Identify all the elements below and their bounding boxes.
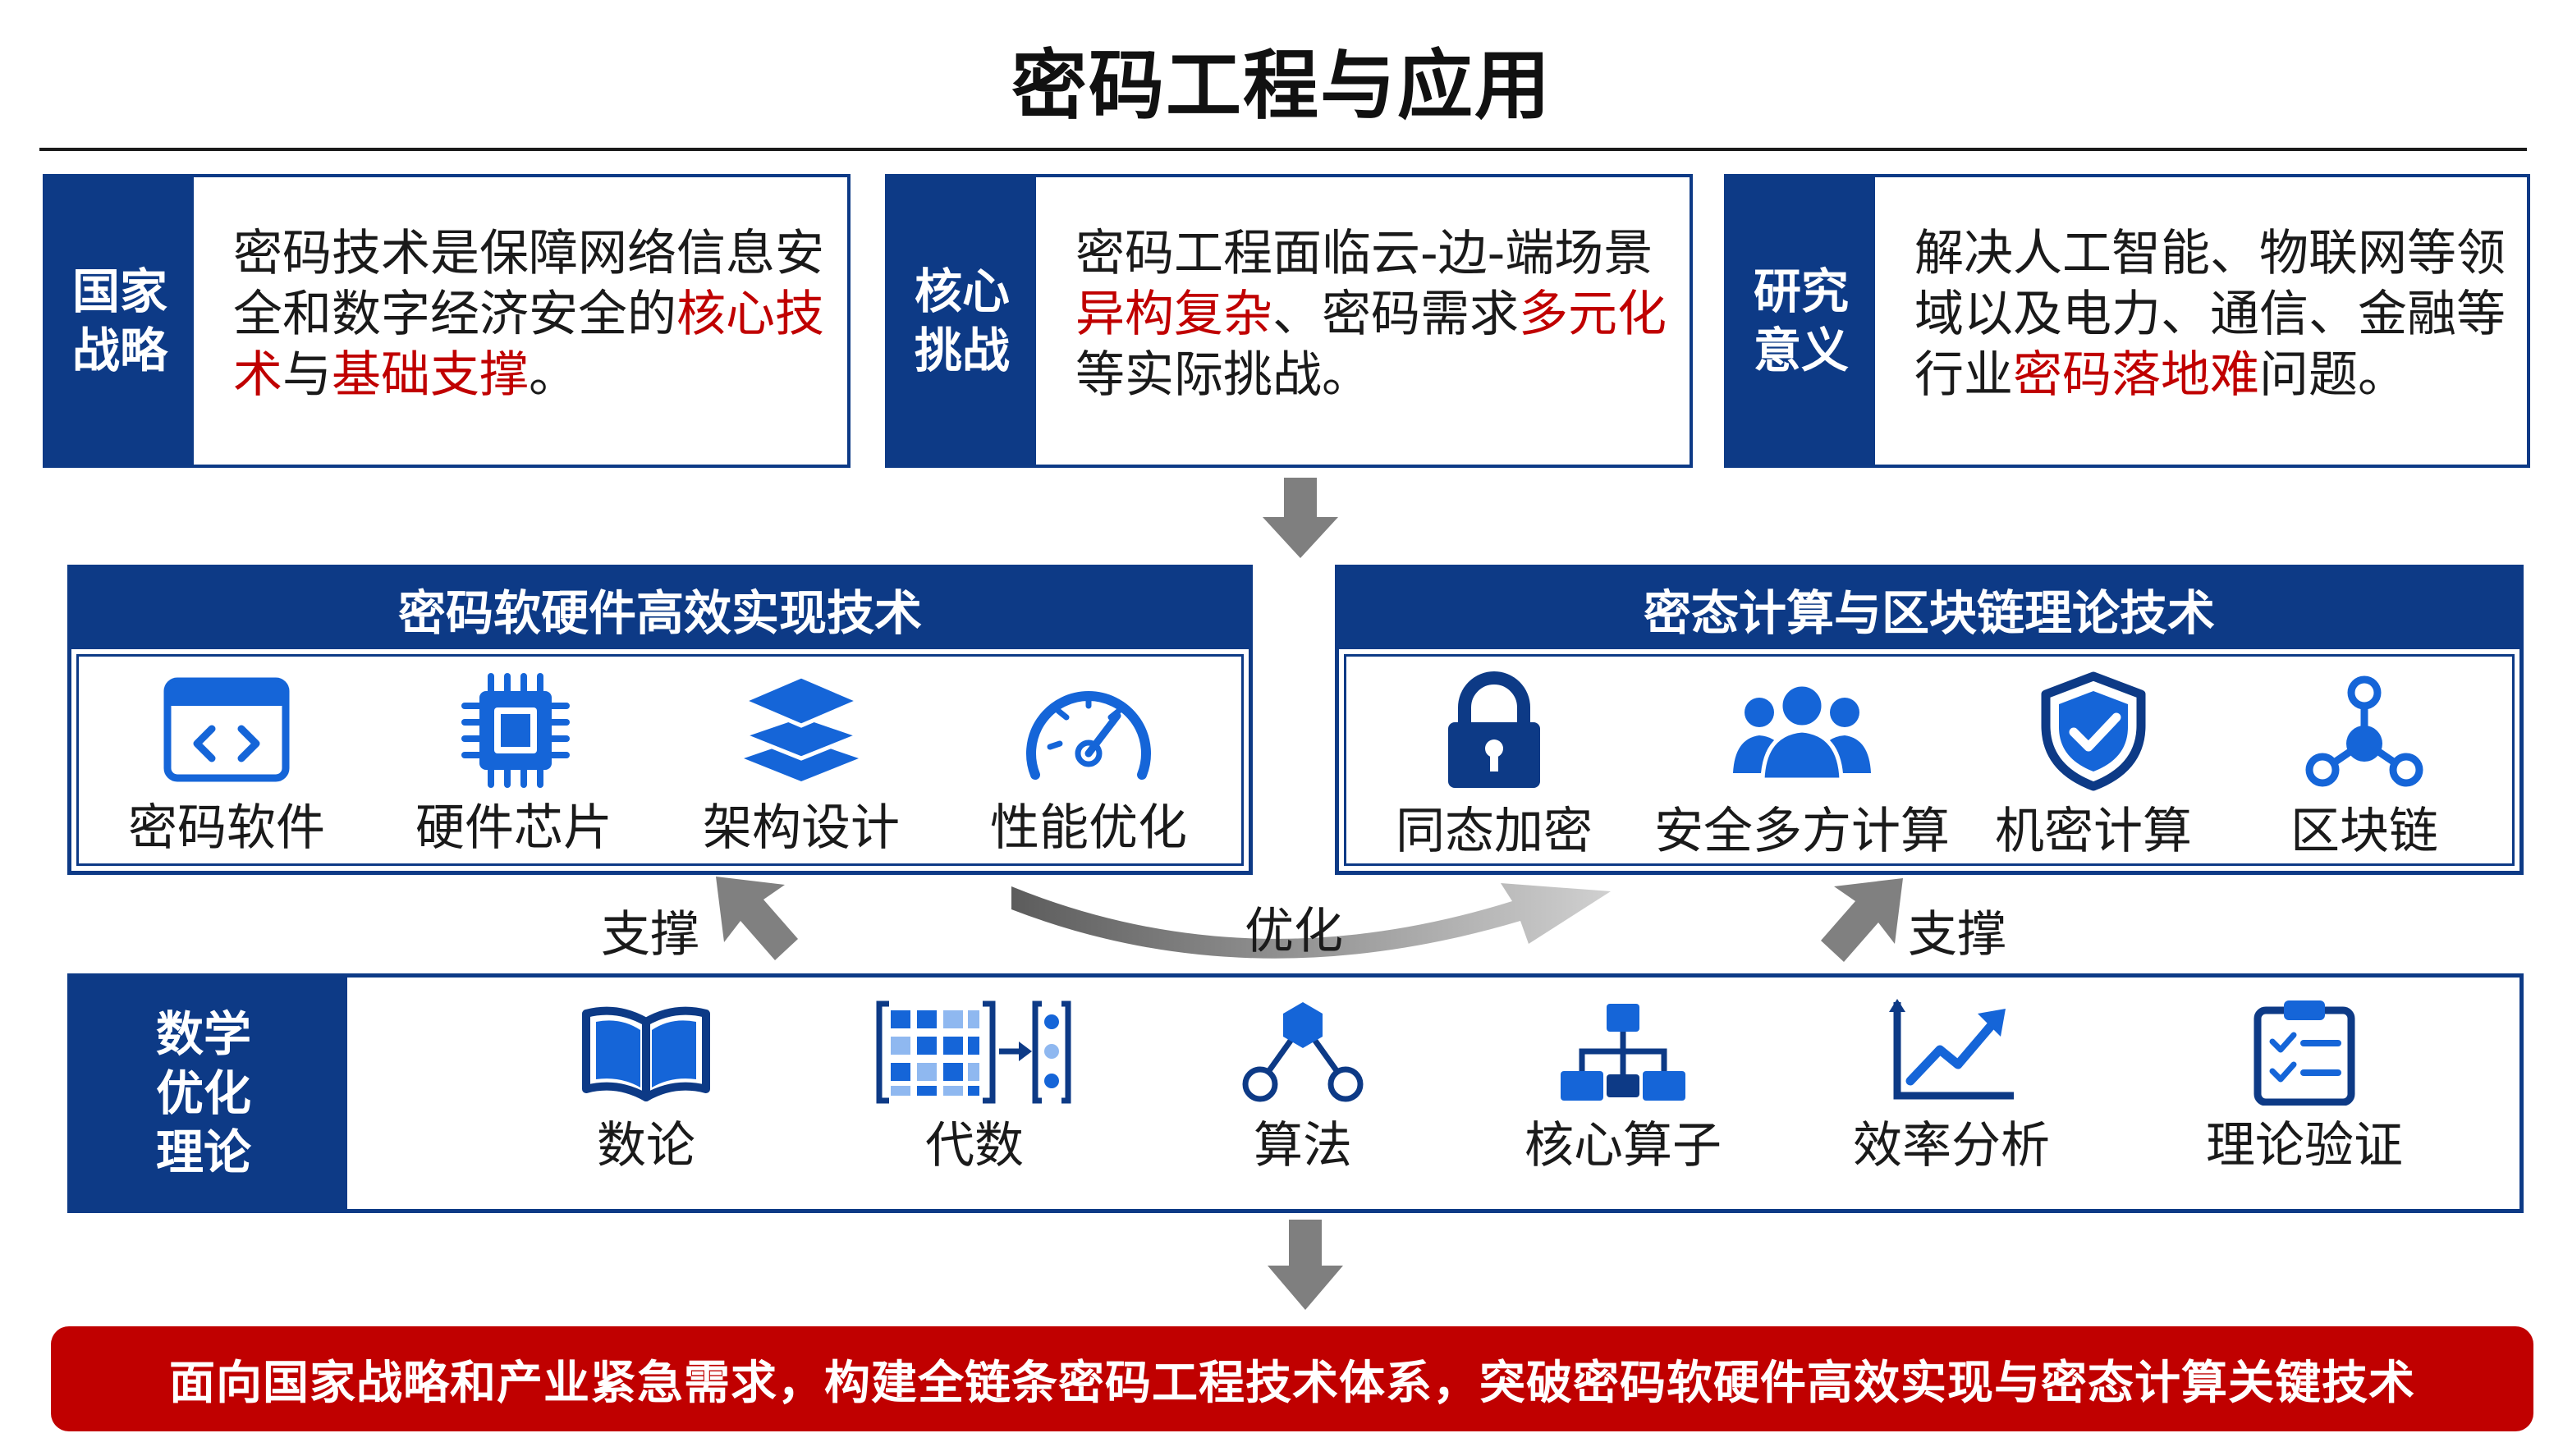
- item-label: 性能优化: [990, 799, 1187, 857]
- panel-body: 密码软件 硬件芯片 架构设计: [76, 654, 1244, 866]
- title-divider: [39, 148, 2527, 151]
- card-text: 密码技术是保障网络信息安全和数字经济安全的: [233, 225, 824, 343]
- item-algorithm: 算法: [1180, 999, 1426, 1177]
- shield-check-icon: [2041, 671, 2146, 791]
- card-text: 。: [529, 346, 578, 404]
- card-tag: 国家战略: [46, 177, 194, 465]
- item-label: 代数: [925, 1117, 1024, 1174]
- item-efficiency-analysis: 效率分析: [1812, 999, 2091, 1177]
- card-highlight: 基础支撑: [332, 346, 529, 404]
- item-label: 架构设计: [703, 799, 900, 857]
- item-algebra: 代数: [835, 999, 1114, 1177]
- math-tag: 数学优化理论: [71, 978, 347, 1209]
- card-text: 密码工程面临云-边-端场景: [1075, 225, 1653, 282]
- panel-title: 密态计算与区块链理论技术: [1339, 569, 2519, 649]
- item-label: 核心算子: [1525, 1117, 1722, 1174]
- panel-body: 同态加密 安全多方计算 机密计算: [1344, 654, 2515, 866]
- layers-icon: [737, 674, 865, 781]
- panel-confidential-blockchain: 密态计算与区块链理论技术 同态加密 安全多方计算: [1335, 565, 2524, 875]
- item-label: 算法: [1254, 1117, 1352, 1174]
- panel-sw-hw-implementation: 密码软硬件高效实现技术 密码软件: [67, 565, 1253, 875]
- card-tag: 核心挑战: [888, 177, 1036, 465]
- card-tag: 研究意义: [1727, 177, 1875, 465]
- item-number-theory: 数论: [507, 999, 786, 1177]
- item-confidential-computing: 机密计算: [1970, 671, 2217, 863]
- optimize-label: 优化: [1245, 903, 1343, 960]
- code-window-icon: [163, 677, 290, 782]
- lock-icon: [1448, 671, 1540, 788]
- card-text: 与: [282, 346, 332, 404]
- card-highlight: 密码落地难: [2013, 346, 2259, 404]
- conclusion-banner: 面向国家战略和产业紧急需求，构建全链条密码工程技术体系，突破密码软硬件高效实现与…: [51, 1326, 2533, 1431]
- down-arrow-icon: [1263, 478, 1338, 558]
- card-body: 解决人工智能、物联网等领域以及电力、通信、金融等行业密码落地难问题。: [1914, 223, 2512, 405]
- speedometer-icon: [1026, 691, 1151, 780]
- item-performance: 性能优化: [974, 668, 1204, 859]
- support-arrow-left-icon: [716, 877, 798, 960]
- item-blockchain: 区块链: [2241, 671, 2487, 863]
- math-tag-text: 数学优化理论: [156, 1006, 252, 1180]
- card-tag-text: 研究意义: [1753, 263, 1849, 378]
- item-label: 效率分析: [1853, 1117, 2050, 1174]
- down-arrow-icon: [1268, 1220, 1343, 1310]
- network-nodes-icon: [2305, 675, 2423, 787]
- trend-chart-icon: [1889, 999, 2014, 1100]
- item-label: 区块链: [2290, 803, 2438, 860]
- card-tag-text: 核心挑战: [914, 263, 1010, 378]
- support-label-left: 支撑: [601, 906, 699, 964]
- card-text: 问题。: [2259, 346, 2407, 404]
- item-label: 密码软件: [128, 799, 325, 857]
- card-national-strategy: 国家战略 密码技术是保障网络信息安全和数字经济安全的核心技术与基础支撑。: [43, 174, 851, 468]
- card-body: 密码技术是保障网络信息安全和数字经济安全的核心技术与基础支撑。: [233, 223, 832, 405]
- support-arrow-right-icon: [1821, 878, 1903, 962]
- item-label: 硬件芯片: [415, 799, 612, 857]
- item-label: 安全多方计算: [1654, 803, 1950, 860]
- item-crypto-software: 密码软件: [112, 673, 342, 859]
- clipboard-check-icon: [2254, 1000, 2355, 1106]
- item-theory-verification: 理论验证: [2157, 999, 2452, 1177]
- card-body: 密码工程面临云-边-端场景异构复杂、密码需求多元化等实际挑战。: [1075, 223, 1675, 405]
- page-title: 密码工程与应用: [1011, 42, 1552, 130]
- card-text: 、密码需求: [1272, 286, 1519, 343]
- hierarchy-icon: [1561, 1004, 1685, 1101]
- item-homomorphic: 同态加密: [1371, 671, 1617, 863]
- graph-nodes-icon: [1242, 1002, 1364, 1102]
- users-group-icon: [1733, 682, 1871, 782]
- item-mpc: 安全多方计算: [1646, 671, 1958, 863]
- card-highlight: 多元化: [1519, 286, 1667, 343]
- card-text: 等实际挑战。: [1075, 346, 1371, 404]
- matrix-icon: [876, 1000, 1071, 1104]
- item-label: 同态加密: [1396, 803, 1593, 860]
- item-label: 数论: [597, 1117, 695, 1174]
- item-label: 理论验证: [2206, 1117, 2403, 1174]
- item-architecture: 架构设计: [686, 668, 916, 859]
- open-book-icon: [582, 1006, 710, 1101]
- item-label: 机密计算: [1995, 803, 2192, 860]
- card-text: 解决人工智能、物联网等领域以及电力、通信、金融等行业: [1914, 225, 2506, 404]
- card-research-significance: 研究意义 解决人工智能、物联网等领域以及电力、通信、金融等行业密码落地难问题。: [1724, 174, 2530, 468]
- panel-math-optimization: 数学优化理论 数论 代数: [67, 973, 2524, 1213]
- support-label-right: 支撑: [1908, 906, 2006, 964]
- card-tag-text: 国家战略: [71, 263, 167, 378]
- item-hardware-chip: 硬件芯片: [399, 673, 629, 859]
- panel-title: 密码软硬件高效实现技术: [71, 569, 1249, 649]
- chip-icon: [461, 673, 570, 788]
- optimize-curved-arrow-icon: [1011, 883, 1611, 959]
- card-core-challenge: 核心挑战 密码工程面临云-边-端场景异构复杂、密码需求多元化等实际挑战。: [885, 174, 1693, 468]
- card-highlight: 核心技术: [233, 286, 824, 404]
- card-highlight: 异构复杂: [1075, 286, 1272, 343]
- item-core-operator: 核心算子: [1483, 999, 1763, 1177]
